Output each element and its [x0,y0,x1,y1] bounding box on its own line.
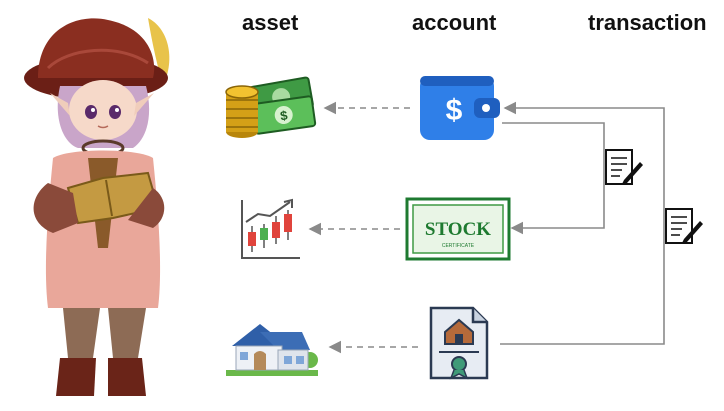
stock-certificate-icon: STOCK CERTIFICATE [405,197,511,261]
wallet-to-stock-transaction-line [502,122,605,235]
asset-column-header: asset [242,10,299,35]
account-column-header: account [412,10,497,35]
svg-text:CERTIFICATE: CERTIFICATE [442,243,475,249]
svg-text:$: $ [446,94,463,127]
svg-text:$: $ [279,107,289,123]
property-deed-icon [429,306,489,380]
house-icon [226,324,318,376]
deed-to-wallet-transaction-line [500,101,665,345]
character-illustration [24,18,170,396]
candlestick-chart-icon [241,198,300,259]
signed-contract-icon [665,208,703,244]
transaction-column-header: transaction [588,10,707,35]
wallet-icon: $ [420,76,500,140]
signed-contract-icon [605,149,643,185]
svg-text:STOCK: STOCK [425,219,491,240]
cash-stack-icon: $ [225,76,317,138]
